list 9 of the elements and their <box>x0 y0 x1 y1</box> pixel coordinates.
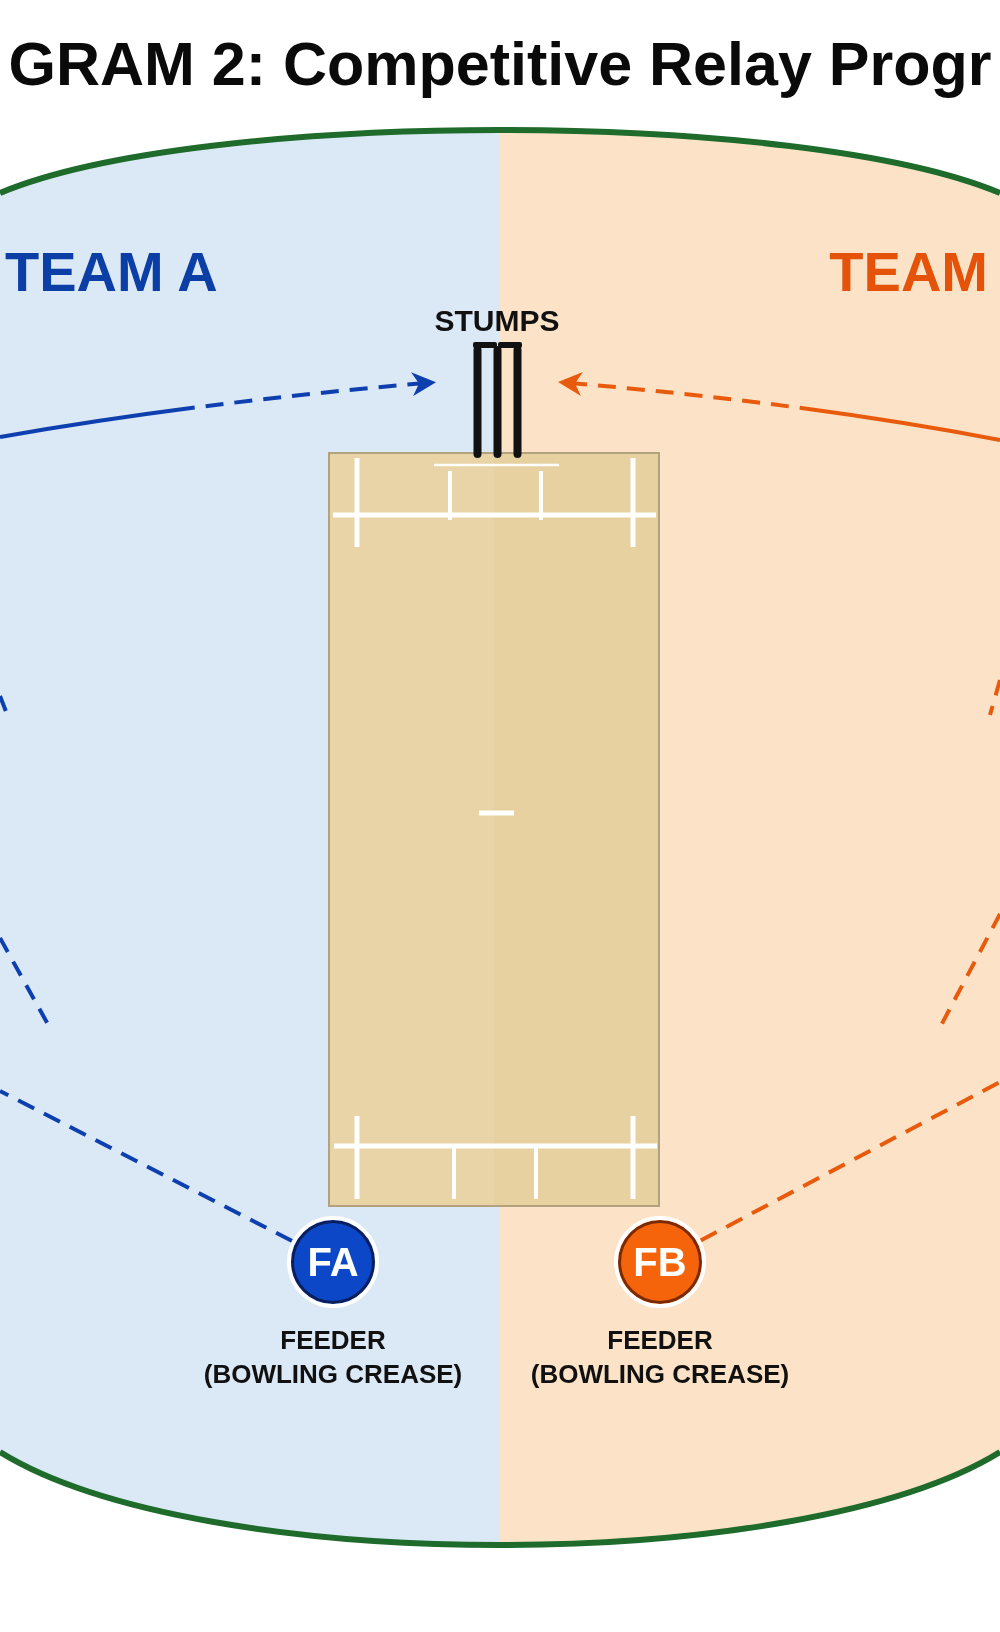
dashed-arrow <box>558 372 1000 442</box>
dashed-line <box>0 1089 293 1243</box>
dashed-arrow <box>0 372 436 439</box>
stumps-label: STUMPS <box>434 306 560 336</box>
team-label: TEAM A <box>5 244 218 300</box>
team-label: TEAM <box>829 244 988 300</box>
feeder-label: FEEDER (BOWLING CREASE) <box>203 1324 463 1391</box>
dashed-line <box>699 1080 1000 1243</box>
feeder-label: FEEDER (BOWLING CREASE) <box>530 1324 790 1391</box>
